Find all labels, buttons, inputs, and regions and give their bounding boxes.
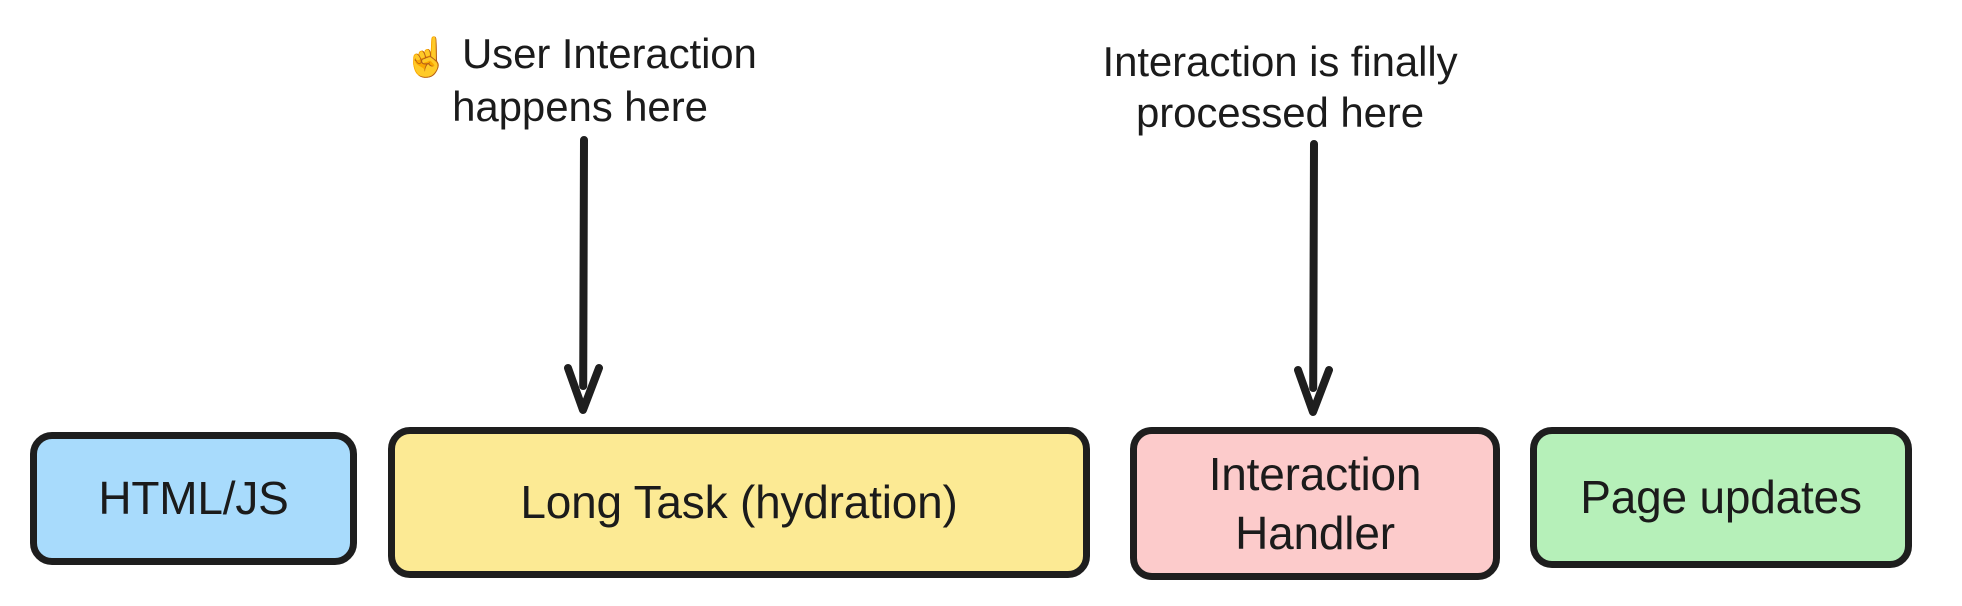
node-long-task[interactable]: Long Task (hydration) <box>388 427 1090 578</box>
node-page-updates-label: Page updates <box>1580 471 1862 524</box>
node-html-js[interactable]: HTML/JS <box>30 432 357 565</box>
annotation-user-interaction: ☝ User Interaction happens here <box>300 28 860 133</box>
node-interaction-handler[interactable]: Interaction Handler <box>1130 427 1500 580</box>
annotation-interaction-processed: Interaction is finally processed here <box>1030 36 1530 138</box>
arrow-to-long-task-icon <box>564 136 603 414</box>
annotation-user-interaction-text: User Interaction happens here <box>452 30 757 131</box>
arrow-to-interaction-handler-icon <box>1294 140 1333 416</box>
node-interaction-handler-label: Interaction Handler <box>1208 447 1422 559</box>
node-html-js-label: HTML/JS <box>98 472 289 525</box>
node-page-updates[interactable]: Page updates <box>1530 427 1912 568</box>
annotation-interaction-processed-text: Interaction is finally processed here <box>1102 38 1458 137</box>
pointing-up-finger-icon: ☝ <box>403 37 451 79</box>
node-long-task-label: Long Task (hydration) <box>520 476 958 529</box>
